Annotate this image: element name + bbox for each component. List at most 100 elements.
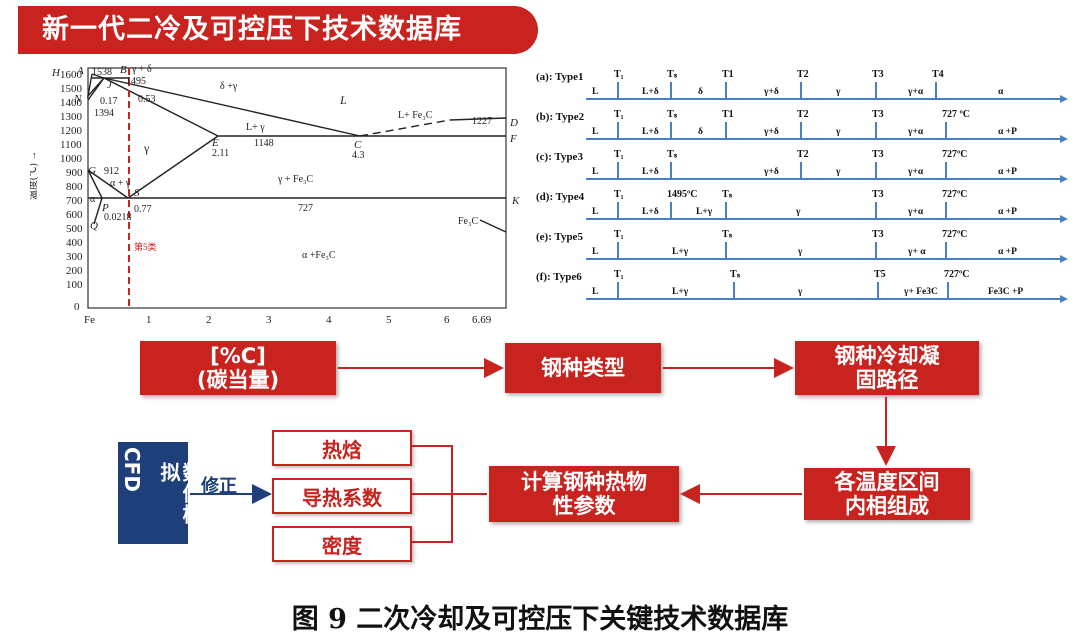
- temperature-label: T₁: [614, 189, 624, 200]
- x-tick: Fe: [84, 314, 95, 326]
- y-tick: 800: [66, 181, 83, 193]
- type-label: (f): Type6: [536, 271, 582, 283]
- x-tick: 1: [146, 314, 152, 326]
- point-label: K: [511, 195, 520, 207]
- path-axis-arrowhead: [1060, 175, 1068, 183]
- value-label: 0.0218: [104, 212, 132, 223]
- temperature-label: T₁: [614, 69, 624, 80]
- phase-label: γ+δ: [763, 127, 779, 137]
- numerical-simulation-label: 数值模拟: [157, 462, 203, 525]
- y-tick: 100: [66, 279, 83, 291]
- temperature-label: Tₛ: [667, 69, 678, 80]
- carbon-line1: [%C]: [210, 343, 266, 368]
- calc-line2: 性参数: [552, 494, 616, 518]
- value-label: 1495: [126, 76, 146, 87]
- phase-label: γ: [795, 207, 801, 217]
- phase-line1: 各温度区间: [834, 469, 940, 494]
- type-label: (b): Type2: [536, 111, 585, 123]
- path-line2: 固路径: [855, 368, 919, 392]
- temperature-label: T3: [872, 229, 884, 240]
- enthalpy-label: 热焓: [322, 437, 362, 462]
- temperature-label: 727ºC: [942, 149, 968, 160]
- point-label: C: [354, 139, 362, 151]
- y-tick: 1400: [60, 97, 83, 109]
- steel-type-label: 钢种类型: [541, 355, 625, 380]
- region-label: L+ γ: [246, 122, 265, 133]
- phase-label: γ+α: [907, 167, 924, 177]
- path-axis-arrowhead: [1060, 215, 1068, 223]
- temperature-label: T1: [722, 109, 734, 120]
- phase-label: γ+ α: [907, 247, 926, 257]
- phase-label: γ: [835, 167, 841, 177]
- temperature-label: 1495ºC: [667, 189, 698, 200]
- x-tick: 6.69: [472, 314, 492, 326]
- cooling-path-box: 钢种冷却凝 固路径: [795, 341, 979, 395]
- temperature-label: Tₛ: [730, 269, 741, 280]
- point-label: P: [101, 202, 109, 214]
- region-label: α + γ: [110, 178, 131, 189]
- enthalpy-box: 热焓: [272, 430, 412, 466]
- phase-label: δ: [698, 87, 703, 97]
- phase-label: γ+ Fe3C: [903, 287, 938, 297]
- phase-label: L+δ: [642, 207, 659, 217]
- y-tick: 1600: [60, 69, 83, 81]
- temperature-label: 727ºC: [944, 269, 970, 280]
- temperature-label: T3: [872, 189, 884, 200]
- y-tick: 900: [66, 167, 83, 179]
- point-label: N: [73, 93, 82, 105]
- param-bracket: [410, 445, 453, 543]
- phase-label: L: [592, 167, 598, 177]
- phase-label: L: [592, 207, 598, 217]
- y-tick: 1000: [60, 153, 83, 165]
- cd-line: [449, 117, 507, 121]
- point-label: F: [509, 133, 517, 145]
- y-tick: 1500: [60, 83, 83, 95]
- phase-line2: 内相组成: [845, 494, 929, 518]
- region-label: α +Fe₃C: [302, 250, 336, 261]
- value-label: 0.77: [134, 204, 152, 215]
- temperature-label: T3: [872, 149, 884, 160]
- temperature-label: T3: [872, 109, 884, 120]
- phase-label: α +P: [998, 207, 1017, 217]
- x-tick: 6: [444, 314, 450, 326]
- region-label: α: [90, 194, 96, 205]
- phase-label: L+δ: [642, 127, 659, 137]
- value-label: δ +γ: [220, 81, 238, 92]
- value-label: 0.53: [138, 94, 156, 105]
- calc-line1: 计算钢种热物: [521, 469, 647, 494]
- type-label: (c): Type3: [536, 151, 583, 163]
- x-tick: 2: [206, 314, 212, 326]
- phase-plot-frame: [87, 67, 507, 309]
- temperature-label: T₁: [614, 229, 624, 240]
- type-label: (d): Type4: [536, 191, 585, 203]
- temperature-label: T₁: [614, 269, 624, 280]
- y-tick: 200: [66, 265, 83, 277]
- steel-type-box: 钢种类型: [505, 343, 661, 393]
- temperature-label: Tₛ: [722, 229, 733, 240]
- carbon-line2: (碳当量): [196, 368, 280, 392]
- y-axis-title: 温度(℃) →: [30, 151, 39, 200]
- point-label: Q: [90, 220, 98, 232]
- carbon-equivalent-box: [%C] (碳当量): [140, 341, 336, 395]
- density-label: 密度: [322, 533, 362, 558]
- pq-line: [93, 197, 103, 225]
- point-label: A: [76, 65, 84, 77]
- phase-label: L: [592, 87, 598, 97]
- region-label: L: [339, 93, 347, 107]
- temperature-label: T2: [797, 149, 809, 160]
- region-label: L+ Fe₃C: [398, 110, 433, 121]
- phase-label: L: [592, 127, 598, 137]
- value-label: 912: [104, 166, 119, 177]
- value-label: 1538: [92, 67, 112, 78]
- point-label: G: [88, 165, 96, 177]
- j-n-line: [87, 77, 105, 101]
- temperature-label: 727 ºC: [942, 109, 970, 120]
- value-label: 1394: [94, 108, 114, 119]
- fe3c-tick: [479, 219, 507, 233]
- point-label: J: [107, 79, 113, 91]
- phase-label: α +P: [998, 167, 1017, 177]
- phase-label: γ+α: [907, 207, 924, 217]
- temperature-label: T4: [932, 69, 944, 80]
- figure-caption: 图 9 二次冷却及可控压下关键技术数据库: [291, 604, 789, 635]
- point-label: E: [211, 137, 219, 149]
